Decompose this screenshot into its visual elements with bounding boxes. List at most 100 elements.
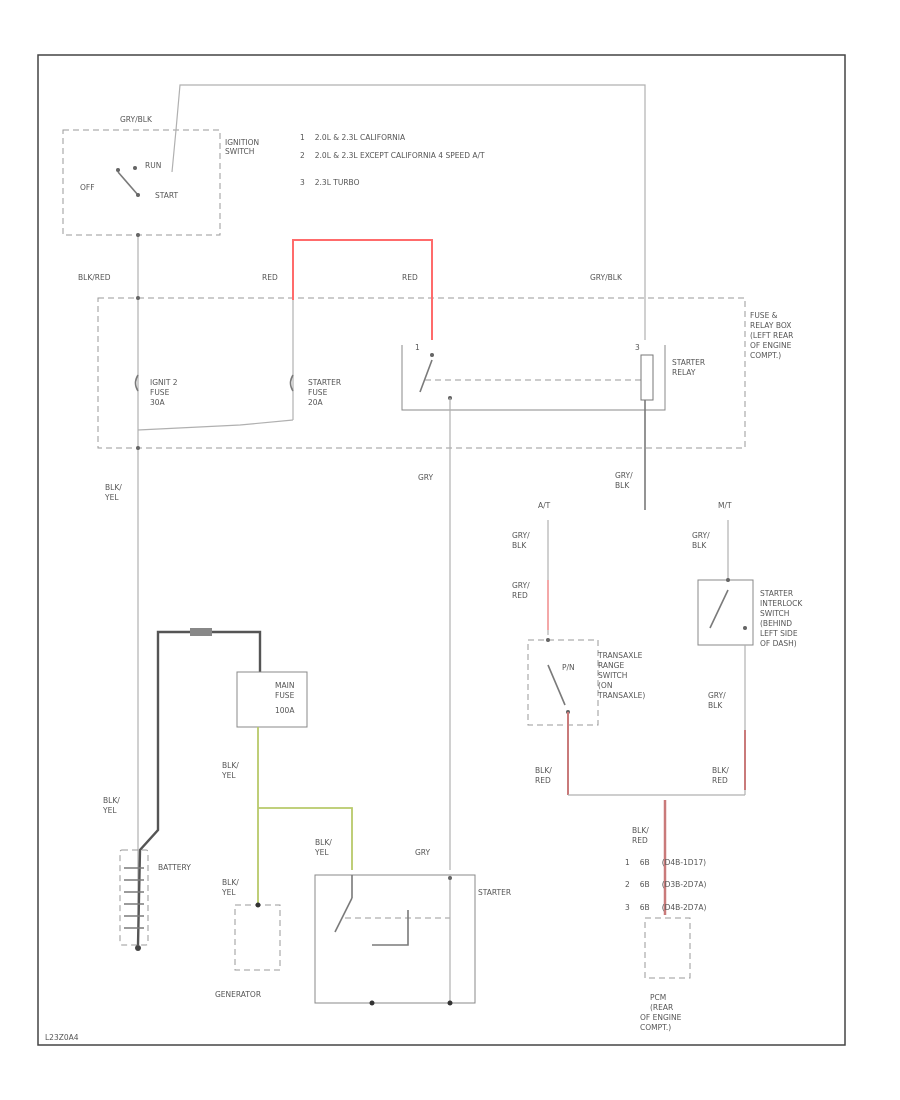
wire-label-blk-yel-4a: BLK/ xyxy=(315,838,332,847)
wire-label-blk-yel-2a: BLK/ xyxy=(103,796,120,805)
transaxle-label-2: RANGE xyxy=(598,661,624,670)
wire-label-gry-2: GRY xyxy=(415,848,431,857)
relay-contact-top xyxy=(430,353,434,357)
transaxle-label-3: SWITCH xyxy=(598,671,627,680)
pcm-label-2: (REAR xyxy=(650,1003,673,1012)
starter-relay-label-1: STARTER xyxy=(672,358,705,367)
starter-box xyxy=(314,874,476,1004)
main-fuse-label-3: 100A xyxy=(275,706,295,715)
battery-ground xyxy=(135,945,141,951)
interlock-label-4: (BEHIND xyxy=(760,619,792,628)
main-fuse-label-1: MAIN xyxy=(275,681,294,690)
transaxle-label-5: TRANSAXLE) xyxy=(597,691,645,700)
wire-label-blk-yel-1a: BLK/ xyxy=(105,483,122,492)
wire-label-blk-yel-3b: YEL xyxy=(221,771,236,780)
wire-label-gry-red-b: RED xyxy=(512,591,528,600)
starter-fuse-label-1: STARTER xyxy=(308,378,341,387)
starter-motor-ground xyxy=(369,1000,375,1006)
fuse-box-label-4: OF ENGINE xyxy=(750,341,792,350)
fuse-box-label-1: FUSE & xyxy=(750,311,778,320)
ignition-title-line1: IGNITION xyxy=(225,138,259,147)
fuse-box-label-2: RELAY BOX xyxy=(750,321,791,330)
ignit-fuse-symbol xyxy=(134,374,139,392)
prn-label: P/N xyxy=(562,663,575,672)
wire-label-blk-red-2a: BLK/ xyxy=(535,766,552,775)
wire-label-gry-blk-2b: BLK xyxy=(615,481,630,490)
ignition-contact-run xyxy=(133,166,137,170)
wire-label-blk-yel-3a: BLK/ xyxy=(222,761,239,770)
wire-label-red-2: RED xyxy=(402,273,418,282)
wire-label-gry-blk-5a: GRY/ xyxy=(708,691,726,700)
transaxle-label-1: TRANSAXLE xyxy=(597,651,643,660)
starter-relay-frame xyxy=(401,345,666,411)
starter-label: STARTER xyxy=(478,888,511,897)
interlock-label-2: INTERLOCK xyxy=(760,599,803,608)
wire-label-blk-yel-5a: BLK/ xyxy=(222,878,239,887)
wire-label-mt: M/T xyxy=(718,501,732,510)
ignition-run-label: RUN xyxy=(145,161,161,170)
wire-label-gry-blk-3a: GRY/ xyxy=(512,531,530,540)
relay-coil xyxy=(640,354,654,401)
wire-label-gry-blk-4a: GRY/ xyxy=(692,531,710,540)
ignition-switch-box xyxy=(62,129,221,236)
ignit-fuse-label-3: 30A xyxy=(150,398,166,407)
ignition-title-line2: SWITCH xyxy=(225,147,254,156)
fuse-box-label-5: COMPT.) xyxy=(750,351,781,360)
wire-label-blk-red-3b: RED xyxy=(712,776,728,785)
transaxle-switch-blade xyxy=(547,664,566,706)
diagram-frame xyxy=(37,54,846,1046)
blk-yel-starter-wire xyxy=(258,807,353,870)
ignition-start-label: START xyxy=(155,191,179,200)
pcm-label-1: PCM xyxy=(650,993,666,1002)
ignition-wire-top-label: GRY/BLK xyxy=(120,115,153,124)
ignition-switch-blade xyxy=(117,171,139,196)
transaxle-terminal-top xyxy=(546,638,550,642)
relay-contact-blade xyxy=(419,359,433,393)
fuse-box-entry-1 xyxy=(136,296,140,300)
interlock-terminal-bottom xyxy=(743,626,747,630)
wire-label-red-1: RED xyxy=(262,273,278,282)
starter-fuse-symbol xyxy=(289,374,294,392)
relay-coil-pin-label: 3 xyxy=(635,343,640,352)
interlock-label-5: LEFT SIDE xyxy=(760,629,798,638)
interlock-label-6: OF DASH) xyxy=(760,639,797,648)
relay-pin-label: 1 xyxy=(415,343,420,352)
starter-switch-blade xyxy=(334,897,353,933)
wire-label-gry-blk-5b: BLK xyxy=(708,701,723,710)
battery-body xyxy=(119,849,149,946)
pcm-label-4: COMPT.) xyxy=(640,1023,671,1032)
ignit-fuse-label-2: FUSE xyxy=(150,388,170,397)
wire-label-gry-blk-3b: BLK xyxy=(512,541,527,550)
starter-interlock-switch-box xyxy=(697,579,754,646)
diagram-code: L23Z0A4 xyxy=(45,1033,79,1042)
wire-label-at: A/T xyxy=(538,501,551,510)
starter-fuse-label-3: 20A xyxy=(308,398,324,407)
wire-label-blk-yel-4b: YEL xyxy=(314,848,329,857)
starter-relay-label-2: RELAY xyxy=(672,368,696,377)
fuse-bus-wire xyxy=(137,419,294,431)
wire-label-gry-blk-4b: BLK xyxy=(692,541,707,550)
wire-label-blk-yel-5b: YEL xyxy=(221,888,236,897)
pcm-label-3: OF ENGINE xyxy=(640,1013,682,1022)
interlock-label-1: STARTER xyxy=(760,589,793,598)
starter-ground-terminal xyxy=(447,1000,453,1006)
ignition-off-label: OFF xyxy=(80,183,95,192)
red-wire xyxy=(292,239,433,340)
wire-label-gry: GRY xyxy=(418,473,434,482)
main-fuse-label-2: FUSE xyxy=(275,691,295,700)
interlock-switch-blade xyxy=(709,589,729,629)
main-fuse-box xyxy=(236,671,308,728)
wire-label-blk-red: BLK/RED xyxy=(78,273,111,282)
wire-label-gry-blk-2a: GRY/ xyxy=(615,471,633,480)
starter-gry-terminal xyxy=(448,876,452,880)
fuse-box-exit-1 xyxy=(136,446,140,450)
pcm-box xyxy=(644,917,691,979)
gry-blk-wire-top xyxy=(171,84,646,340)
ignition-pivot xyxy=(136,193,140,197)
